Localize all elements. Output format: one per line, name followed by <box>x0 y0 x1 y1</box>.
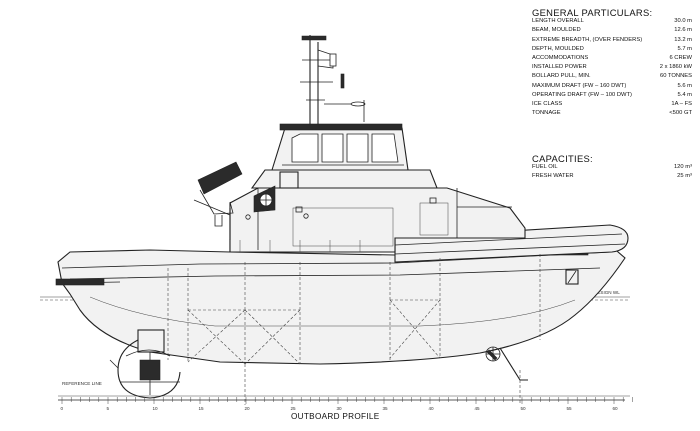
scale-tick-label: 5 <box>107 406 110 411</box>
scale-tick-label: 60 <box>613 406 619 411</box>
azimuth-thruster <box>109 329 181 399</box>
wheelhouse-windows <box>291 133 399 163</box>
hull <box>57 244 626 365</box>
mast <box>300 35 366 124</box>
general-particulars: GENERAL PARTICULARS: LENGTH OVERALL 30.0 … <box>532 8 692 118</box>
spec-value: 5.7 m <box>677 45 693 52</box>
spec-label: MAXIMUM DRAFT (FW – 160 DWT) <box>532 82 627 89</box>
spec-value: 13.2 m <box>674 36 692 43</box>
spec-label: BEAM, MOULDED <box>532 27 581 34</box>
spec-value: 60 TONNES <box>659 73 692 80</box>
capacities-heading: CAPACITIES: <box>532 153 593 164</box>
scale-ticks <box>61 397 633 404</box>
reference-line-label: REFERENCE LINE <box>62 381 102 386</box>
spec-label: EXTREME BREADTH, (OVER FENDERS) <box>532 36 643 43</box>
spec-label: INSTALLED POWER <box>532 64 587 71</box>
spec-label: FRESH WATER <box>532 173 574 180</box>
spec-row: OPERATING DRAFT (FW – 100 DWT) 5.4 m <box>532 91 692 100</box>
spec-value: 5.6 m <box>677 82 693 89</box>
scale-tick-label: 45 <box>475 406 481 411</box>
drawing-caption: OUTBOARD PROFILE <box>291 412 380 421</box>
spec-row: MAXIMUM DRAFT (FW – 160 DWT) 5.6 m <box>532 82 692 91</box>
spec-value: 12.6 m <box>674 27 692 34</box>
scale-tick-label: 10 <box>153 406 159 411</box>
spec-value: 6 CREW <box>669 55 692 62</box>
spec-value: <500 GT <box>669 110 692 117</box>
spec-label: FUEL OIL <box>532 164 558 171</box>
spec-label: TONNAGE <box>532 110 561 117</box>
spec-row: ICE CLASS 1A – FS <box>532 100 692 109</box>
design-wl-label: DESIGN WL <box>594 290 620 295</box>
spec-row: DEPTH, MOULDED 5.7 m <box>532 45 692 54</box>
porthole <box>303 213 309 219</box>
spec-label: LENGTH OVERALL <box>532 18 584 25</box>
chine-line <box>89 296 576 327</box>
spec-label: ICE CLASS <box>532 101 563 108</box>
bow-thruster-icon <box>485 346 501 362</box>
bow-fender-stripe-1 <box>394 233 623 246</box>
deckhouse-panel-1 <box>292 207 394 247</box>
scale-tick-label: 0 <box>61 406 64 411</box>
aft-deckhouse <box>229 187 526 253</box>
general-particulars-list: LENGTH OVERALL 30.0 m BEAM, MOULDED 12.6 m E… <box>532 17 692 118</box>
scale-labels: 0 5 10 15 20 25 30 35 40 45 50 55 60 <box>61 406 619 411</box>
spec-value: 25 m³ <box>677 173 692 180</box>
spec-row: BEAM, MOULDED 12.6 m <box>532 26 692 35</box>
stern-fender <box>55 278 105 286</box>
scale-tick-label: 15 <box>199 406 205 411</box>
scale-tick-label: 30 <box>337 406 343 411</box>
wheelhouse-roof <box>279 123 403 131</box>
spec-label: ACCOMMODATIONS <box>532 55 589 62</box>
spec-label: DEPTH, MOULDED <box>532 45 584 52</box>
spec-value: 1A – FS <box>671 101 692 108</box>
spec-row: TONNAGE <500 GT <box>532 109 692 118</box>
spec-value: 5.4 m <box>677 91 693 98</box>
capacities-list: FUEL OIL 120 m³ FRESH WATER 25 m³ <box>532 163 692 181</box>
scale-tick-label: 55 <box>567 406 573 411</box>
spec-label: BOLLARD PULL, MIN. <box>532 73 591 80</box>
spec-value: 30.0 m <box>674 18 692 25</box>
scale-tick-label: 20 <box>245 406 251 411</box>
sheer-line <box>69 267 601 280</box>
spec-value: 2 x 1860 kW <box>659 64 692 71</box>
spec-row: FRESH WATER 25 m³ <box>532 172 692 181</box>
deck-crane <box>193 161 243 240</box>
capacities: CAPACITIES: FUEL OIL 120 m³ FRESH WATER 25 … <box>532 154 692 182</box>
spec-value: 120 m³ <box>673 164 692 171</box>
hull-frames <box>167 254 541 365</box>
spec-row: FUEL OIL 120 m³ <box>532 163 692 172</box>
spec-row: ACCOMMODATIONS 6 CREW <box>532 54 692 63</box>
porthole <box>245 214 251 220</box>
spec-row: EXTREME BREADTH, (OVER FENDERS) 13.2 m <box>532 36 692 45</box>
skeg <box>499 347 528 381</box>
railing <box>239 240 361 252</box>
bow-fender-stripe-2 <box>394 243 626 255</box>
logo-panel <box>253 185 276 213</box>
spec-row: BOLLARD PULL, MIN. 60 TONNES <box>532 72 692 81</box>
spec-row: INSTALLED POWER 2 x 1860 kW <box>532 63 692 72</box>
deckhouse-window <box>295 206 303 213</box>
bow-fender <box>394 224 629 263</box>
scale-tick-label: 35 <box>383 406 389 411</box>
scale-tick-label: 40 <box>429 406 435 411</box>
scale-tick-label: 50 <box>521 406 527 411</box>
spec-row: LENGTH OVERALL 30.0 m <box>532 17 692 26</box>
deckhouse-window <box>429 197 437 204</box>
exhaust-stack <box>279 171 299 189</box>
bow-hawse-line <box>567 270 577 284</box>
general-particulars-heading: GENERAL PARTICULARS: <box>532 7 653 18</box>
spec-label: OPERATING DRAFT (FW – 100 DWT) <box>532 91 632 98</box>
scale-tick-label: 25 <box>291 406 297 411</box>
